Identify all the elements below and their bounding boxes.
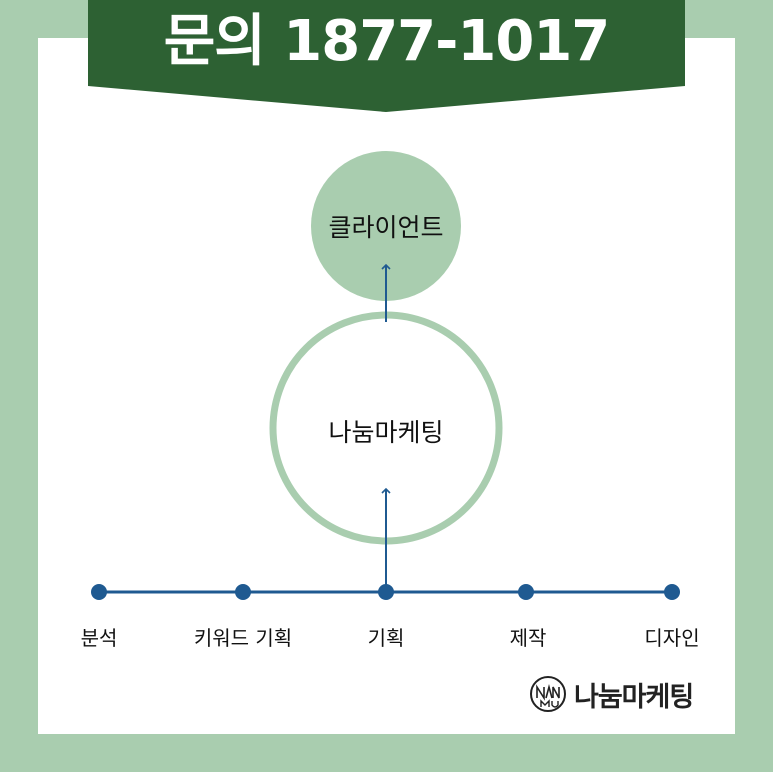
step-label-design: 디자인 <box>644 626 700 650</box>
banner-ribbon-shape <box>88 0 685 112</box>
contact-banner: 문의 1877-1017 <box>0 0 773 115</box>
step-label-analysis: 분석 <box>80 626 118 650</box>
step-dot-keyword-planning <box>235 584 251 600</box>
step-dot-production <box>518 584 534 600</box>
client-label: 클라이언트 <box>328 213 444 242</box>
step-label-keyword-planning: 키워드 기획 <box>193 626 293 650</box>
brand-logo: 나눔마케팅 <box>528 672 694 716</box>
agency-label: 나눔마케팅 <box>328 418 444 447</box>
step-dot-design <box>664 584 680 600</box>
step-label-planning: 기획 <box>367 626 405 650</box>
step-label-production: 제작 <box>509 626 547 650</box>
step-dot-analysis <box>91 584 107 600</box>
client-circle <box>311 151 461 301</box>
logo-emblem-icon <box>530 676 566 712</box>
banner-title: 문의 1877-1017 <box>163 9 611 74</box>
step-dot-planning <box>378 584 394 600</box>
logo-text: 나눔마케팅 <box>574 681 694 713</box>
